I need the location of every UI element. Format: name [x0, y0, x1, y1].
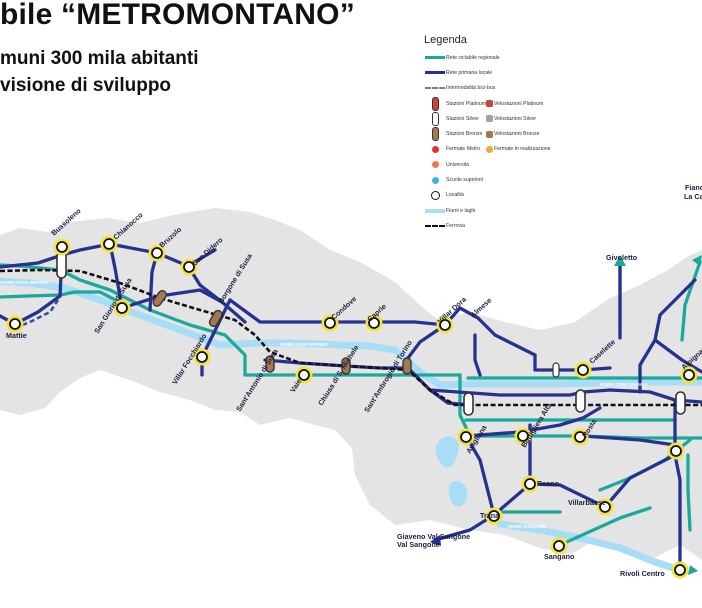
legend-label: Rete ciclabile regionale	[446, 54, 500, 61]
place-label-giaveno: Giaveno Val Sangone	[397, 532, 470, 541]
legend-row-metro: Fermate Metro Fermate in realizzazione	[424, 142, 594, 157]
legend-row-intermodal: Intermodalità bici-bus	[424, 81, 594, 96]
legend-row-railway: Ferrovia	[424, 218, 594, 233]
place-label-giaveno-2: Val Sangone	[397, 540, 440, 549]
platinum-station-icon	[431, 96, 439, 111]
place-label-mattie: Mattie	[6, 331, 27, 340]
legend-label: Intermodalità bici-bus	[446, 85, 496, 92]
legend: Legenda Rete ciclabile regionale Rete pr…	[424, 34, 594, 234]
river-sangone	[496, 520, 689, 576]
legend-label: Località	[446, 192, 464, 199]
page-title: bile “METROMONTANO”	[0, 0, 355, 31]
station-pills	[56, 251, 686, 416]
silver-bike-station-icon	[485, 115, 493, 123]
river-dora-riparia	[0, 277, 702, 389]
station-circles	[6, 235, 698, 579]
legend-label: Fermate Metro	[446, 146, 481, 153]
legend-row-localities: Località	[424, 188, 594, 203]
railway	[0, 268, 702, 407]
place-label-sangano: Sangano	[544, 552, 575, 561]
place-label-rivalta: Rivoli Centro	[620, 569, 665, 578]
subtitle-line-1: muni 300 mila abitanti	[0, 48, 199, 69]
legend-label: Stazioni Platinum	[446, 100, 487, 107]
legend-label: Scuole superiori	[446, 177, 484, 184]
legend-title: Legenda	[424, 34, 467, 46]
place-label-trana: Trana	[480, 511, 500, 520]
legend-row-platinum: Stazioni Platinum Velostazioni Platinum	[424, 96, 594, 111]
legend-row-rivers: Fiumi e laghi	[424, 203, 594, 218]
silver-station-icon	[431, 111, 439, 126]
lake	[435, 436, 459, 468]
subtitle-line-2: visione di sviluppo	[0, 75, 172, 96]
legend-label: Stazioni Silver	[446, 115, 479, 122]
river-label: FIUME DORA RIPARIA	[600, 382, 648, 387]
metro-stop-icon	[431, 145, 439, 153]
legend-label: Fermate in realizzazione	[494, 146, 551, 153]
place-label-fiano: Fiano	[685, 183, 702, 192]
legend-row-local: Rete primaria locale	[424, 65, 594, 80]
river-label: FIUME SANGONE	[508, 524, 547, 529]
legend-row-university: Università	[424, 157, 594, 172]
legend-row-schools: Scuole superiori	[424, 172, 594, 187]
legend-label: Fiumi e laghi	[446, 207, 476, 214]
legend-label: Velostazioni Bronze	[494, 131, 540, 138]
platinum-bike-station-icon	[485, 100, 493, 108]
school-icon	[431, 176, 439, 184]
land-area	[0, 208, 702, 560]
bronze-bike-station-icon	[485, 130, 493, 138]
arrows-local	[430, 535, 441, 546]
legend-row-bronze: Stazioni Bronze Velostazioni Bronze	[424, 126, 594, 142]
river-label: FIUME DORA RIPARIA	[280, 342, 328, 347]
river-label: FIUME DORA RIPARIA	[0, 280, 48, 285]
place-label-givoletto: Givoletto	[606, 253, 638, 262]
legend-label: Velostazioni Platinum	[494, 100, 544, 107]
place-label-reano: Reano	[537, 479, 560, 488]
legend-row-silver: Stazioni Silver Velostazioni Silver	[424, 111, 594, 126]
legend-label: Ferrovia	[446, 222, 466, 229]
legend-label: Rete primaria locale	[446, 69, 493, 76]
legend-label: Università	[446, 161, 470, 168]
construction-stop-icon	[485, 145, 493, 153]
locality-icon	[430, 190, 440, 200]
bronze-station-icon	[431, 127, 439, 142]
legend-label: Velostazioni Silver	[494, 115, 537, 122]
arrows-regional	[614, 255, 702, 575]
legend-label: Stazioni Bronze	[446, 131, 483, 138]
place-label-villarbasse: Villarbasse	[568, 498, 606, 507]
lake	[448, 481, 468, 507]
university-icon	[431, 161, 439, 169]
legend-row-regional: Rete ciclabile regionale	[424, 50, 594, 65]
place-label-la-ca: La Ca	[684, 192, 702, 201]
